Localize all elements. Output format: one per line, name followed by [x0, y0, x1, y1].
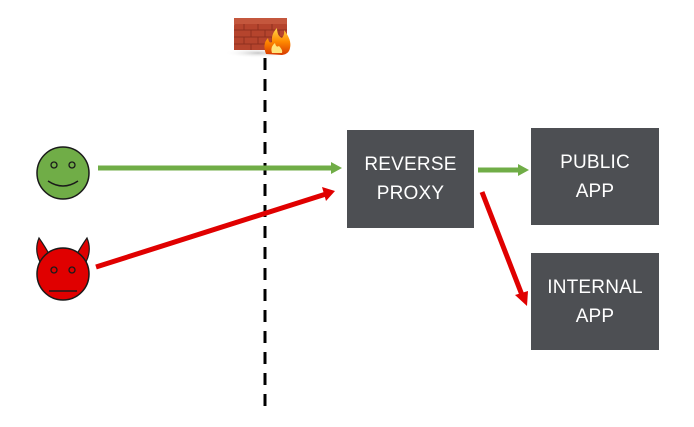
- reverse-proxy-node: REVERSE PROXY: [347, 130, 474, 228]
- devil-face-icon: [36, 236, 90, 301]
- public-app-label-line-1: PUBLIC: [560, 151, 630, 173]
- edge-attacker-to-proxy: [95, 187, 335, 270]
- edge-proxy-to-public: [478, 164, 529, 176]
- internal-app-node: INTERNAL APP: [531, 253, 659, 350]
- public-app-label-line-2: APP: [575, 180, 615, 202]
- smiley-face-icon: [36, 146, 90, 200]
- edge-user-to-proxy: [98, 162, 342, 174]
- reverse-proxy-label-line-2: PROXY: [376, 183, 445, 204]
- edge-proxy-to-internal: [479, 191, 528, 306]
- reverse-proxy-label-line-1: REVERSE: [364, 154, 457, 175]
- internal-app-label-line-2: APP: [575, 305, 615, 327]
- internal-app-label-line-1: INTERNAL: [547, 276, 643, 298]
- firewall-icon: [224, 18, 292, 58]
- public-app-node: PUBLIC APP: [531, 128, 659, 225]
